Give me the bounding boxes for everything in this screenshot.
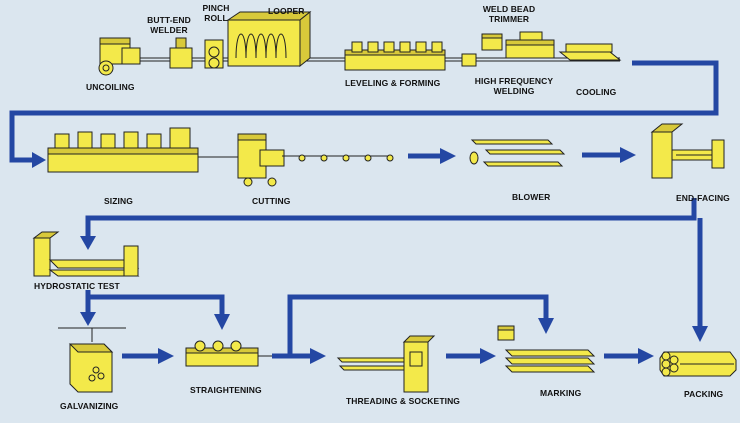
flow-arrowhead-marking-top xyxy=(538,318,554,334)
label-butt-end-welder: BUTT-END WELDER xyxy=(146,15,192,35)
butt-end-welder-machine xyxy=(169,37,193,69)
flow-arrow-endfacing-to-hydrostatic xyxy=(85,198,697,238)
cutting-machine xyxy=(237,133,394,187)
label-high-frequency-welding-line1: HIGH FREQUENCY xyxy=(474,76,554,86)
label-packing: PACKING xyxy=(684,389,724,399)
flow-arrow-straightening-to-marking xyxy=(272,294,549,359)
label-high-frequency-welding: HIGH FREQUENCY WELDING xyxy=(470,76,558,96)
flow-arrowhead-hydrostatic xyxy=(80,236,96,250)
label-threading-socketing: THREADING & SOCKETING xyxy=(346,396,461,406)
label-marking: MARKING xyxy=(540,388,582,398)
label-cooling: COOLING xyxy=(576,87,617,97)
label-weld-bead-trimmer-line2: TRIMMER xyxy=(488,14,530,24)
flow-arrows xyxy=(9,60,719,364)
label-cutting: CUTTING xyxy=(252,196,291,206)
label-pinch-roll-line2: ROLL xyxy=(204,13,228,23)
label-end-facing: END-FACING xyxy=(676,193,730,203)
galvanizing-tank xyxy=(58,327,126,393)
threading-socketing-machine xyxy=(336,335,436,393)
flow-arrowhead-packing-left xyxy=(638,348,654,364)
flow-arrowhead-straightening-top xyxy=(214,314,230,330)
leveling-forming-machine xyxy=(344,41,446,71)
pinch-roll-machine xyxy=(204,39,224,69)
label-weld-bead-trimmer-line1: WELD BEAD xyxy=(482,4,536,14)
label-pinch-roll-line1: PINCH xyxy=(202,3,230,13)
cooling-section xyxy=(558,43,622,61)
flow-arrowhead-galvanizing xyxy=(80,312,96,326)
marking-machine xyxy=(497,325,596,373)
label-butt-end-welder-line2: WELDER xyxy=(150,25,188,35)
label-blower: BLOWER xyxy=(512,192,551,202)
flow-arrow-row1-to-sizing xyxy=(9,60,719,163)
flow-arrowhead-sizing xyxy=(32,152,46,168)
label-butt-end-welder-line1: BUTT-END xyxy=(147,15,191,25)
sizing-machine xyxy=(47,127,240,173)
flow-arrowhead-straightening-left xyxy=(158,348,174,364)
label-sizing: SIZING xyxy=(104,196,133,206)
looper-machine xyxy=(226,10,312,68)
label-galvanizing: GALVANIZING xyxy=(60,401,119,411)
label-leveling-forming: LEVELING & FORMING xyxy=(345,78,441,88)
weld-bead-trimmer-machine xyxy=(505,31,555,59)
hf-welding-machine xyxy=(461,33,503,67)
packing-bundle xyxy=(659,351,737,377)
flow-arrowhead-threading xyxy=(310,348,326,364)
label-straightening: STRAIGHTENING xyxy=(190,385,262,395)
uncoiler-machine xyxy=(98,37,141,76)
label-weld-bead-trimmer: WELD BEAD TRIMMER xyxy=(478,4,540,24)
end-facing-machine xyxy=(650,123,725,179)
blower-pipes xyxy=(469,139,566,167)
label-uncoiling: UNCOILING xyxy=(86,82,135,92)
flow-arrow-hydrostatic-to-straightening xyxy=(85,290,225,316)
label-looper: LOOPER xyxy=(268,6,305,16)
label-high-frequency-welding-line2: WELDING xyxy=(493,86,535,96)
label-hydrostatic-test: HYDROSTATIC TEST xyxy=(34,281,120,291)
flow-arrowhead-marking-left xyxy=(480,348,496,364)
flow-arrowhead-packing xyxy=(692,326,708,342)
hydrostatic-test-machine xyxy=(32,231,140,277)
flow-arrowhead-endfacing xyxy=(620,147,636,163)
straightening-machine xyxy=(185,340,272,367)
flow-arrowhead-blower xyxy=(440,148,456,164)
label-pinch-roll: PINCH ROLL xyxy=(198,3,234,23)
